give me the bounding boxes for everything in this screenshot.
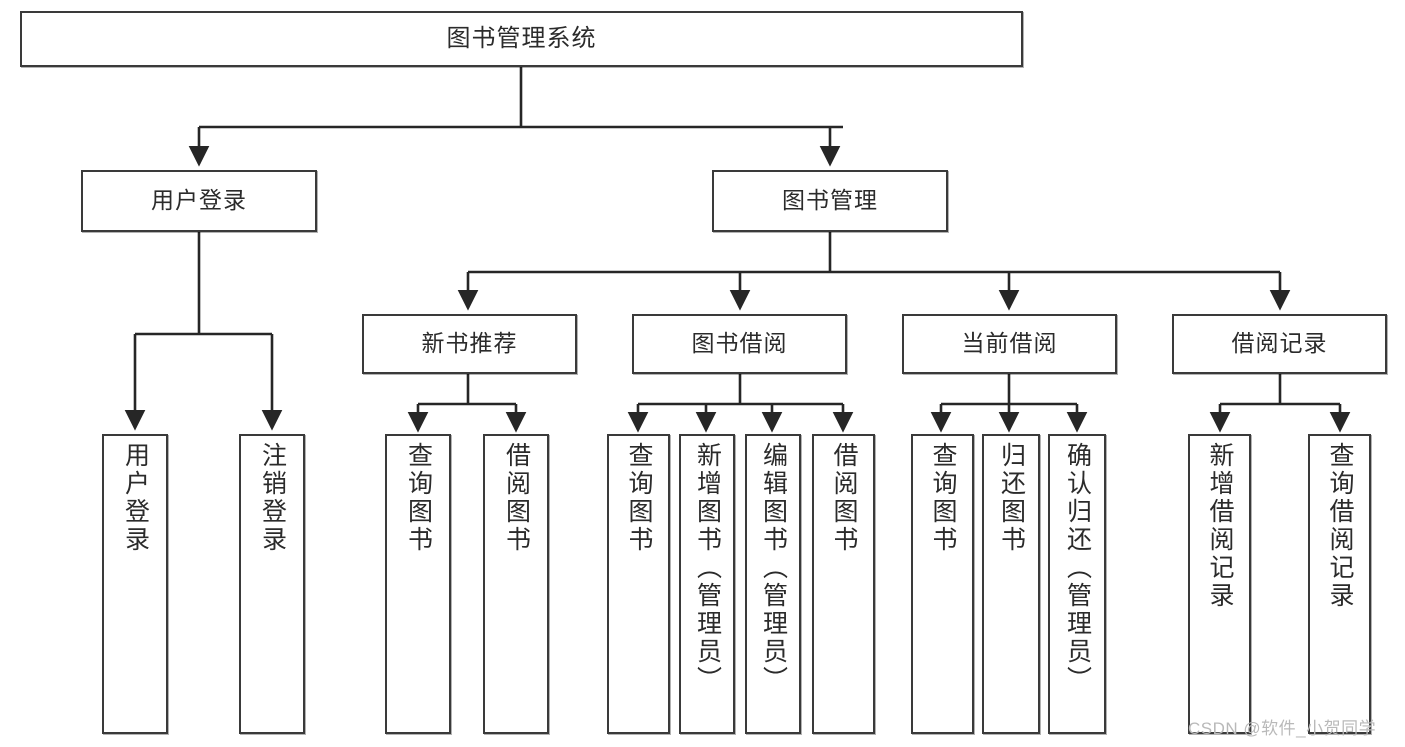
node-label: 图书管理 <box>782 187 878 214</box>
node-label: 归还图书 <box>997 442 1026 554</box>
leaf-logout-login[interactable]: 注销登录 <box>239 434 305 734</box>
node-label: 借阅记录 <box>1231 330 1328 357</box>
leaf-edit-book-admin[interactable]: 编辑图书（管理员） <box>745 434 801 734</box>
node-label: 查询图书 <box>625 442 653 554</box>
node-label: 借阅图书 <box>830 442 858 554</box>
leaf-add-book-admin[interactable]: 新增图书（管理员） <box>679 434 735 734</box>
leaf-query-book-borrow[interactable]: 查询图书 <box>607 434 670 734</box>
leaf-query-borrow-record[interactable]: 查询借阅记录 <box>1308 434 1371 734</box>
leaf-query-book-current[interactable]: 查询图书 <box>911 434 974 734</box>
node-label: 新增借阅记录 <box>1206 442 1234 610</box>
leaf-query-book-recommend[interactable]: 查询图书 <box>385 434 451 734</box>
node-label: 新增图书（管理员） <box>693 442 722 694</box>
leaf-borrow-book-recommend[interactable]: 借阅图书 <box>483 434 549 734</box>
node-label: 编辑图书（管理员） <box>759 442 788 694</box>
node-root-book-management-system[interactable]: 图书管理系统 <box>20 11 1023 67</box>
node-label: 查询借阅记录 <box>1326 442 1354 610</box>
node-current-borrow[interactable]: 当前借阅 <box>902 314 1117 374</box>
leaf-return-book[interactable]: 归还图书 <box>982 434 1040 734</box>
node-label: 当前借阅 <box>961 330 1058 357</box>
node-label: 新书推荐 <box>421 330 518 357</box>
node-label: 用户登录 <box>151 187 247 214</box>
node-label: 用户登录 <box>121 442 150 554</box>
node-label: 确认归还（管理员） <box>1063 442 1092 694</box>
leaf-confirm-return-admin[interactable]: 确认归还（管理员） <box>1048 434 1106 734</box>
node-label: 图书借阅 <box>691 330 788 357</box>
node-new-book-recommend[interactable]: 新书推荐 <box>362 314 577 374</box>
node-label: 注销登录 <box>258 442 287 554</box>
node-book-borrow[interactable]: 图书借阅 <box>632 314 847 374</box>
node-user-login[interactable]: 用户登录 <box>81 170 317 232</box>
leaf-add-borrow-record[interactable]: 新增借阅记录 <box>1188 434 1251 734</box>
node-borrow-record[interactable]: 借阅记录 <box>1172 314 1387 374</box>
node-book-management[interactable]: 图书管理 <box>712 170 948 232</box>
node-label: 图书管理系统 <box>446 24 597 52</box>
watermark: CSDN @软件_小贺同学 <box>1188 719 1377 738</box>
leaf-user-login[interactable]: 用户登录 <box>102 434 168 734</box>
node-label: 借阅图书 <box>502 442 531 554</box>
node-label: 查询图书 <box>404 442 433 554</box>
node-label: 查询图书 <box>929 442 957 554</box>
leaf-borrow-book-borrow[interactable]: 借阅图书 <box>812 434 875 734</box>
